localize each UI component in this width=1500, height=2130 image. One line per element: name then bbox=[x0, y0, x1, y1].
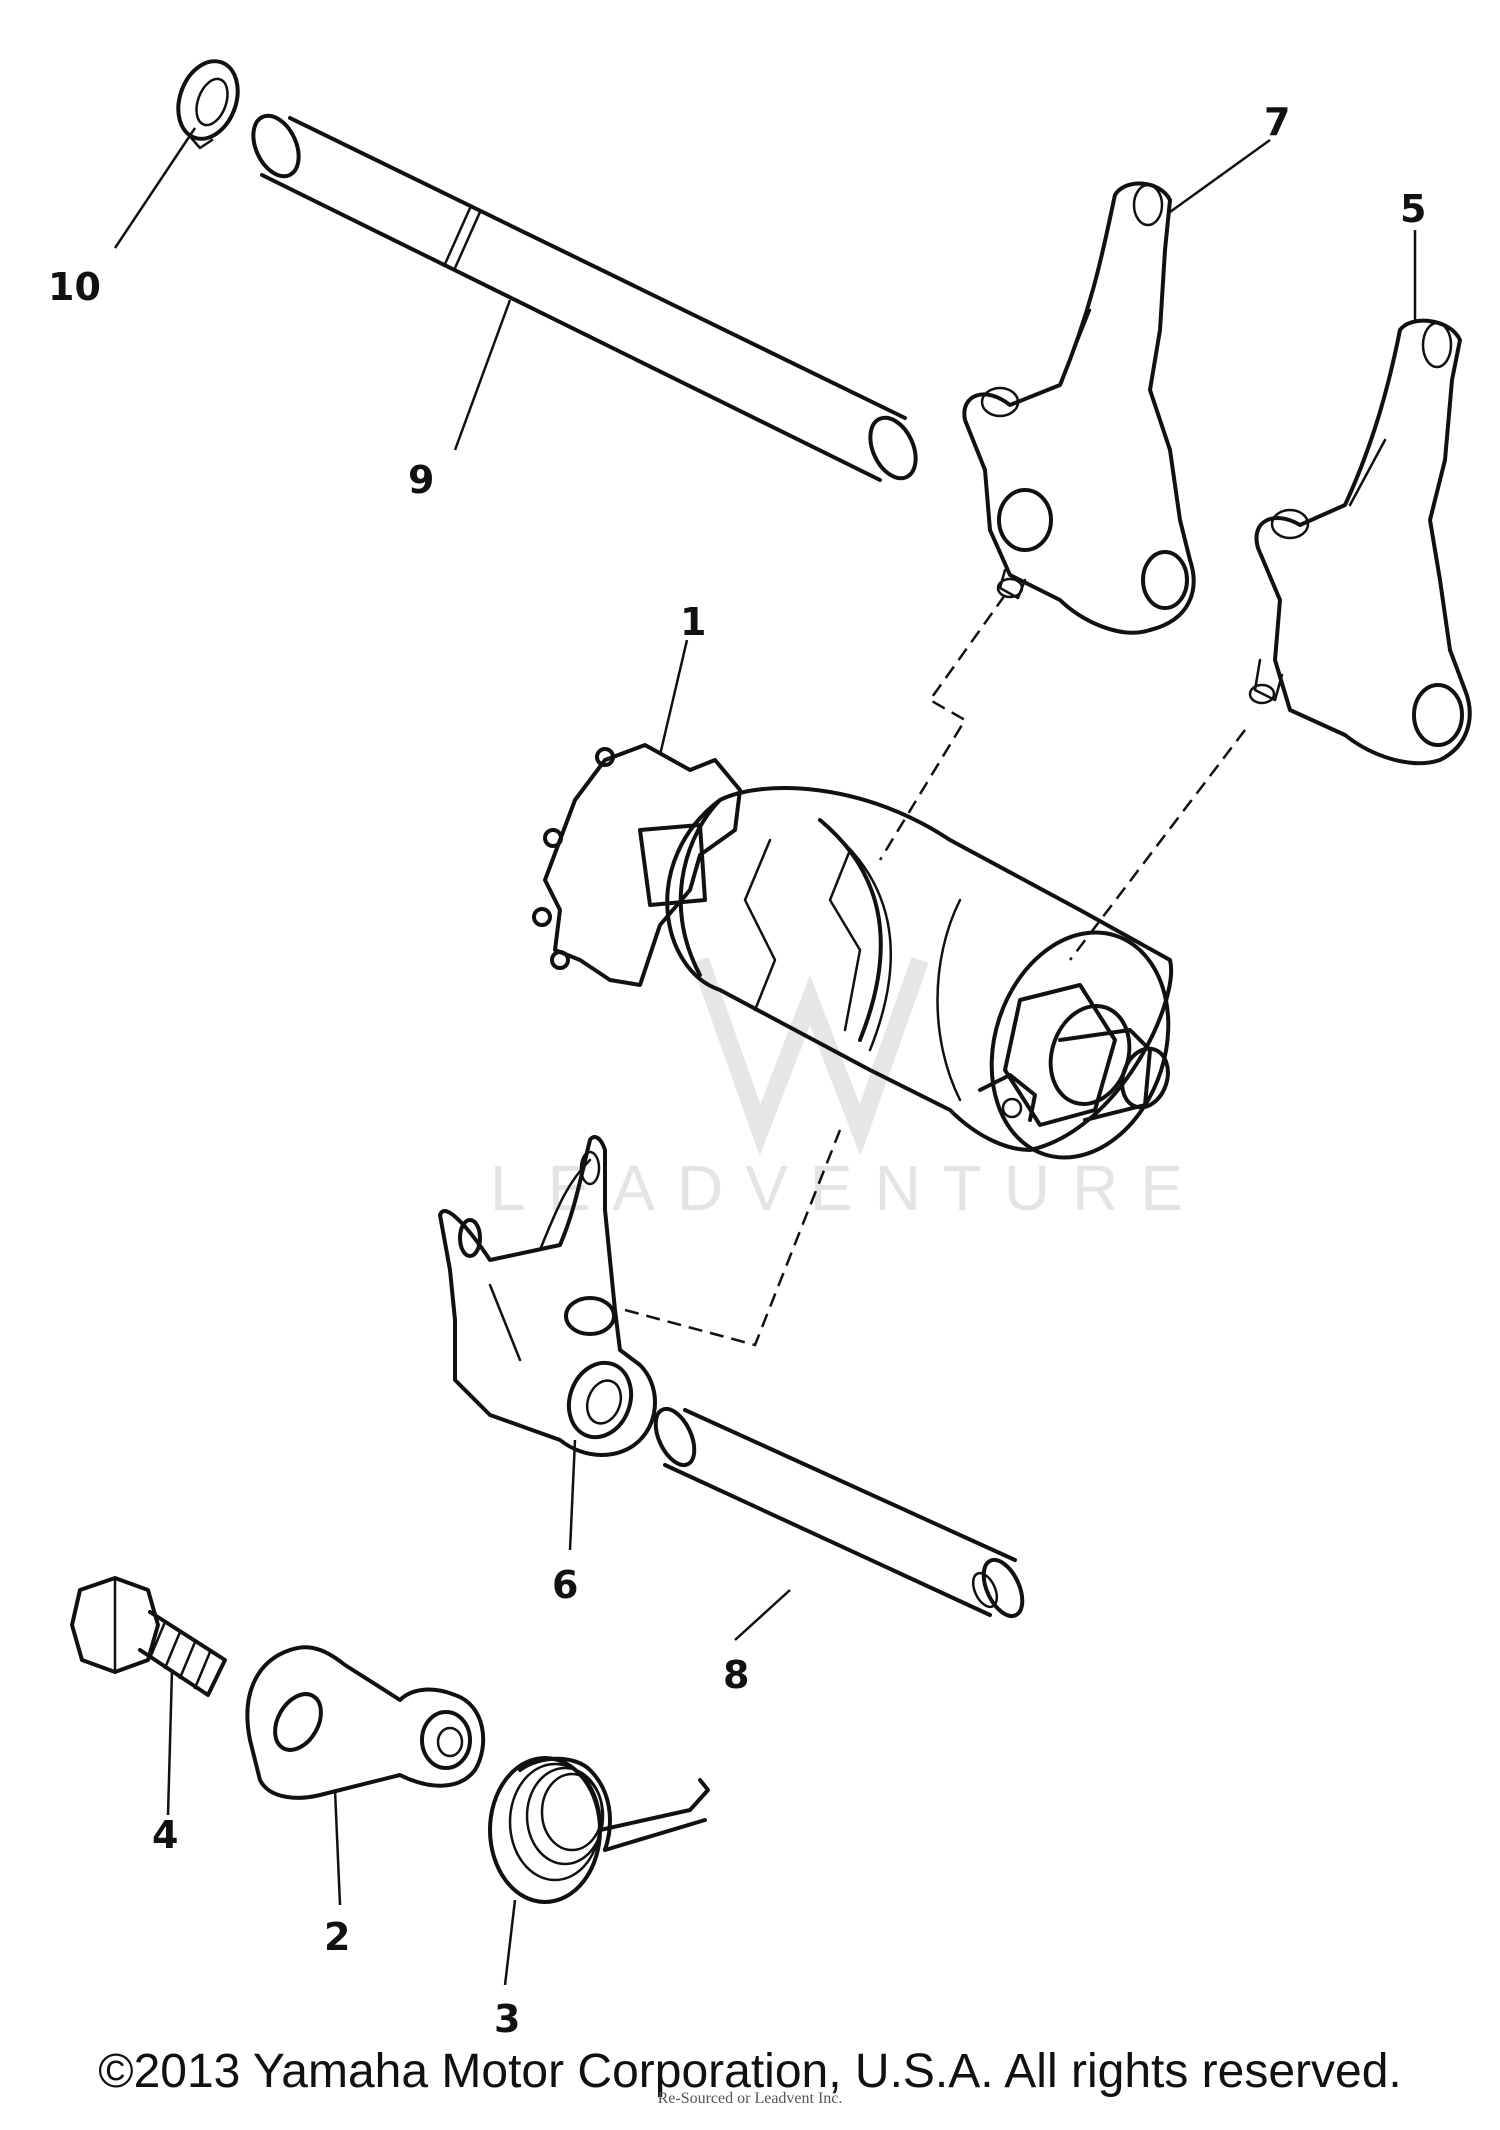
leader-10 bbox=[113, 127, 197, 249]
callout-6: 6 bbox=[552, 1563, 578, 1607]
callout-3: 3 bbox=[494, 1997, 520, 2041]
shift-fork-guide-bar-part-9[interactable] bbox=[244, 109, 924, 486]
leader-3 bbox=[503, 1899, 517, 1986]
shift-fork-part-6[interactable] bbox=[438, 1135, 657, 1457]
leader-7 bbox=[1169, 138, 1271, 214]
copyright-notice: ©2013 Yamaha Motor Corporation, U.S.A. A… bbox=[98, 2045, 1402, 2098]
callout-1: 1 bbox=[680, 600, 706, 644]
assembly-line-fork-6 bbox=[624, 1129, 842, 1347]
bolt-part-4[interactable] bbox=[70, 1576, 227, 1697]
leader-4 bbox=[166, 1669, 174, 1816]
assembly-lines bbox=[624, 594, 1246, 1347]
shift-fork-guide-bar-part-8[interactable] bbox=[648, 1403, 1030, 1622]
callout-5: 5 bbox=[1400, 187, 1426, 231]
assembly-line-fork-7 bbox=[878, 594, 1007, 861]
leader-8 bbox=[734, 1589, 791, 1641]
watermark: LEADVENTURE bbox=[490, 1152, 1205, 1224]
callout-8: 8 bbox=[723, 1653, 749, 1697]
stopper-lever-part-2[interactable] bbox=[245, 1645, 486, 1800]
shift-cam-part-1[interactable] bbox=[532, 743, 1196, 1181]
circlip-part-10[interactable] bbox=[168, 53, 248, 150]
callout-2: 2 bbox=[324, 1915, 350, 1959]
callout-7: 7 bbox=[1264, 100, 1290, 144]
leader-9 bbox=[453, 299, 512, 451]
shift-fork-part-5[interactable] bbox=[1248, 318, 1472, 766]
callout-4: 4 bbox=[152, 1813, 178, 1857]
leader-1 bbox=[658, 639, 689, 756]
leader-6 bbox=[568, 1439, 577, 1551]
overlay-text: Re-Sourced or Leadvent Inc. bbox=[657, 2090, 843, 2107]
shift-fork-part-7[interactable] bbox=[962, 181, 1196, 635]
assembly-line-fork-5 bbox=[1069, 729, 1246, 961]
callout-10: 10 bbox=[48, 265, 101, 309]
leader-2 bbox=[333, 1789, 342, 1906]
watermark-logo bbox=[691, 957, 929, 1157]
callout-9: 9 bbox=[408, 458, 434, 502]
spring-part-3[interactable] bbox=[488, 1756, 710, 1904]
leader-lines bbox=[113, 127, 1417, 1986]
